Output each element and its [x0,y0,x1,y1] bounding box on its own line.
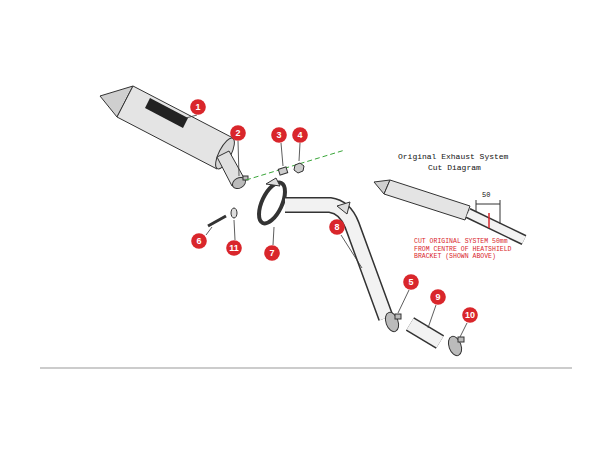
base-rule [40,368,572,369]
link-pipe [285,202,386,318]
leader-lines [186,115,467,337]
callout-number: 7 [264,245,280,261]
clamp [383,311,401,334]
callout-circle [191,233,207,249]
callout-number: 11 [226,240,242,256]
callout-circle [226,240,242,256]
callout-number: 7 [264,245,280,261]
callout-number: 3 [271,127,287,143]
muffler [100,86,244,186]
callout-circle [329,219,345,235]
callout-number: 6 [191,233,207,249]
callout-number: 2 [230,125,246,141]
inset-title: Original Exhaust System [398,152,508,161]
callout-circle [230,125,246,141]
callout-number: 9 [430,289,446,305]
callout-number: 4 [292,127,308,143]
callout-circle [264,245,280,261]
clamp [446,335,464,358]
callout-number: 11 [226,240,242,256]
original-system-inset [374,180,524,240]
callout-number: 5 [403,274,419,290]
inset-title: Cut Diagram [428,163,481,172]
callout-circle [271,127,287,143]
axis-line [246,150,345,180]
callout-number: 10 [462,307,478,323]
callout-number: 3 [271,127,287,143]
callout-circle [430,289,446,305]
bolt-washer [208,208,237,226]
clamp [230,175,248,191]
bolt-nut [278,163,304,175]
dimension: 50 [482,191,490,199]
callout-number: 5 [403,274,419,290]
cut-note: CUT ORIGINAL SYSTEM 50mm FROM CENTRE OF … [414,238,526,261]
callout-number: 1 [190,99,206,115]
callout-circle [292,127,308,143]
callout-number: 4 [292,127,308,143]
sleeve [410,324,440,342]
callout-circle [190,99,206,115]
bracket [254,178,291,227]
callout-number: 8 [329,219,345,235]
callout-number: 8 [329,219,345,235]
callout-number: 9 [430,289,446,305]
callout-number: 6 [191,233,207,249]
callout-number: 10 [462,307,478,323]
callout-number: 2 [230,125,246,141]
callout-number: 1 [190,99,206,115]
callout-circle [403,274,419,290]
callout-circle [462,307,478,323]
